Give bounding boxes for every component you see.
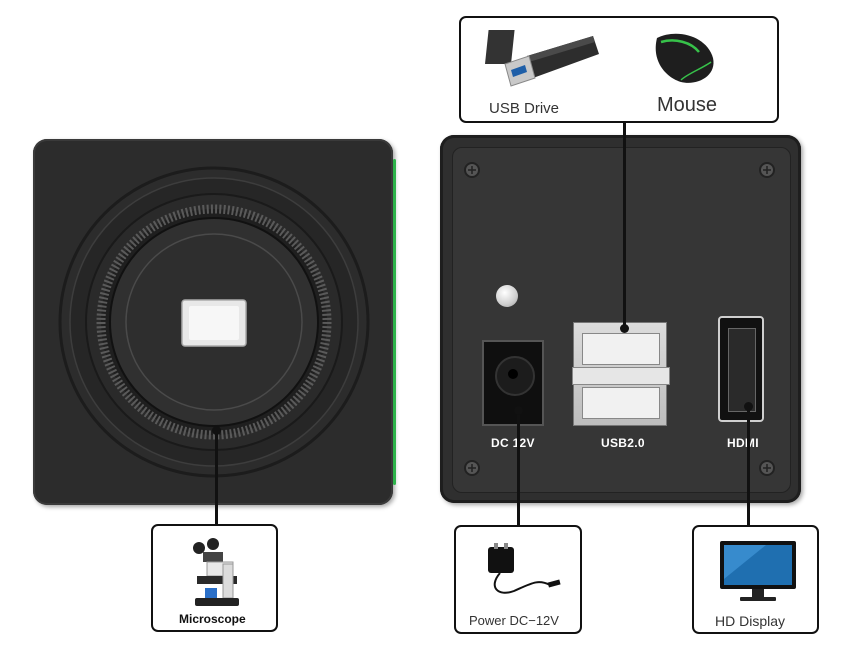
usb-port-label: USB2.0 [601, 436, 645, 450]
usb-ports[interactable] [572, 322, 670, 426]
monitor-icon [720, 541, 796, 601]
power-connector-dot [514, 406, 523, 415]
microscope-connector-dot [212, 426, 221, 435]
microscope-icon [193, 538, 239, 606]
hdmi-port[interactable] [718, 316, 764, 422]
display-callout: HD Display [692, 525, 819, 634]
screw-icon [759, 460, 775, 476]
usb-drive-label: USB Drive [489, 100, 560, 117]
green-edge [393, 159, 396, 485]
usb-connector-line [623, 122, 626, 328]
rear-panel-inner [452, 147, 791, 493]
microscope-connector-line [215, 431, 218, 525]
power-label: Power DC−12V [469, 613, 559, 628]
usb-port-bottom[interactable] [582, 387, 660, 419]
usb-drive-icon [485, 30, 599, 87]
hdmi-connector-line [747, 406, 750, 526]
power-connector-line [517, 412, 520, 526]
usb-connector-dot [620, 324, 629, 333]
hdmi-connector-dot [744, 402, 753, 411]
microscope-callout: Microscope [151, 524, 278, 632]
screw-icon [464, 162, 480, 178]
status-led [496, 285, 518, 307]
power-callout: Power DC−12V [454, 525, 582, 634]
peripherals-callout: USB Drive Mouse [459, 16, 779, 123]
dc-power-jack[interactable] [482, 340, 544, 426]
screw-icon [464, 460, 480, 476]
hdmi-port-label: HDMI [727, 436, 759, 450]
lens-mount [58, 166, 370, 478]
power-adapter-icon [488, 543, 561, 594]
usb-port-top[interactable] [582, 333, 660, 365]
screw-icon [759, 162, 775, 178]
display-label: HD Display [715, 613, 786, 629]
dc-port-label: DC 12V [491, 436, 535, 450]
mouse-label: Mouse [657, 94, 718, 116]
microscope-label: Microscope [179, 612, 246, 626]
mouse-icon [655, 33, 714, 83]
